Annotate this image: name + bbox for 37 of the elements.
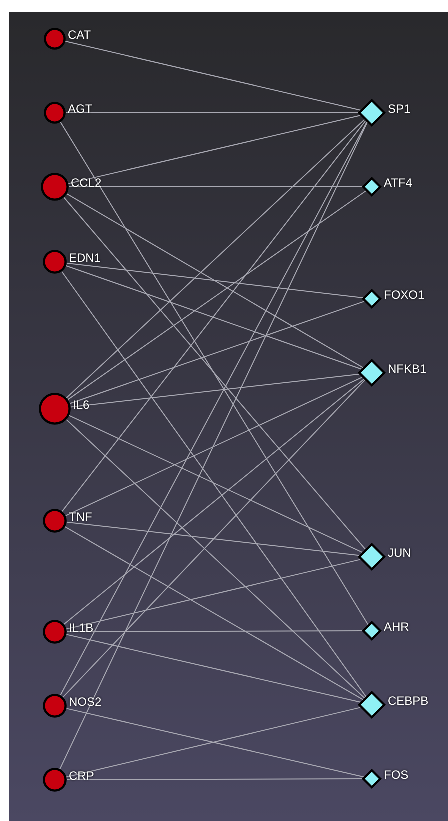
connector-line xyxy=(66,634,362,703)
gene-label: EDN1 xyxy=(69,250,102,265)
gene-label: FOS xyxy=(384,768,409,782)
connector-line xyxy=(64,526,364,700)
connector-line xyxy=(66,522,360,556)
gene-label: CRP xyxy=(69,768,94,783)
connector-line xyxy=(70,301,366,404)
gene-label: ATF4 xyxy=(384,176,412,190)
gene-label: SP1 xyxy=(388,102,411,116)
connector-line xyxy=(69,415,363,554)
gene-label: CEBPB xyxy=(388,694,429,708)
connector-line xyxy=(66,630,363,632)
connector-line xyxy=(68,186,362,188)
connector-line xyxy=(66,265,362,370)
gene-label: NOS2 xyxy=(69,694,102,709)
connector-line xyxy=(66,778,363,780)
gene-label: CAT xyxy=(68,28,92,42)
connector-line xyxy=(66,262,364,298)
connector-line xyxy=(62,120,366,512)
connector-line xyxy=(66,119,366,399)
connector-line xyxy=(66,559,362,630)
connector-line xyxy=(68,190,367,400)
gene-label: TNF xyxy=(69,510,92,524)
connector-line xyxy=(65,376,363,516)
gene-label: FOXO1 xyxy=(384,288,425,302)
gene-label: IL1B xyxy=(69,620,94,635)
connector-line xyxy=(65,41,362,111)
connector-line xyxy=(68,115,362,184)
connector-line xyxy=(66,194,364,368)
gene-label: NFKB1 xyxy=(388,362,427,376)
gene-label: JUN xyxy=(388,546,412,560)
connector-line xyxy=(64,197,366,550)
connector-line xyxy=(70,374,360,408)
gene-label: AGT xyxy=(68,102,93,116)
connector-line xyxy=(61,271,367,698)
gene-label: AHR xyxy=(384,620,410,634)
connector-line xyxy=(64,378,365,625)
